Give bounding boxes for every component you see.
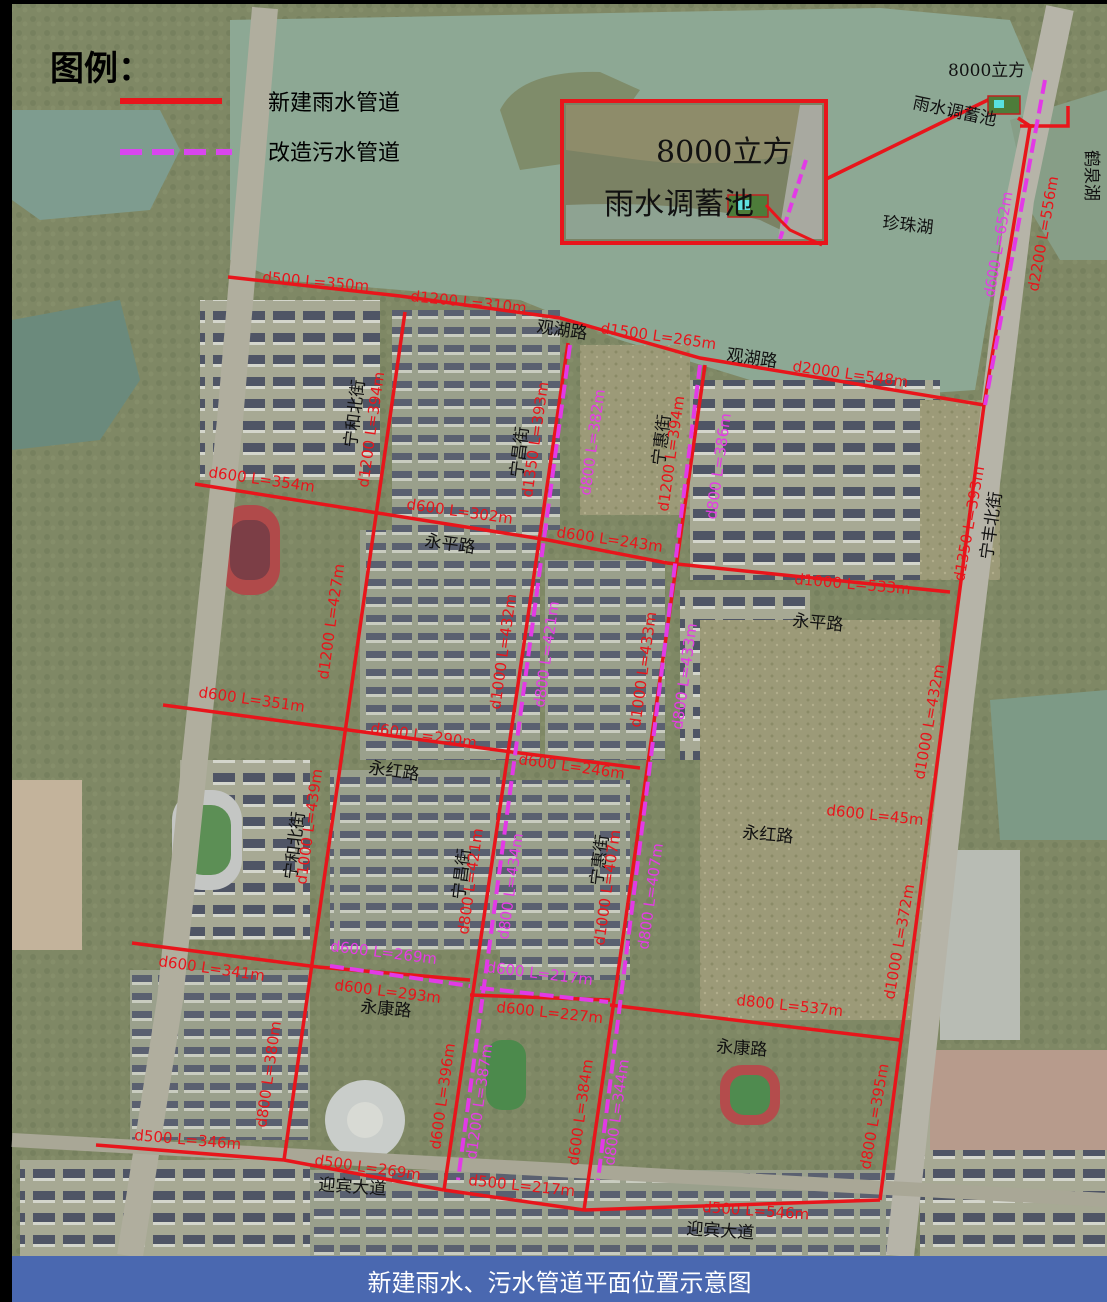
legend-sewage-label: 改造污水管道 <box>268 141 400 166</box>
road-yingbin: 迎宾大道 <box>686 1219 755 1244</box>
road-yonghong: 永红路 <box>742 823 795 847</box>
caption-bar: 新建雨水、污水管道平面位置示意图 <box>12 1256 1107 1302</box>
map-caption: 新建雨水、污水管道平面位置示意图 <box>367 1269 752 1297</box>
pond-capacity: 8000立方 <box>948 61 1025 81</box>
inset-map: 8000立方 雨水调蓄池 <box>560 99 828 247</box>
inset-capacity: 8000立方 <box>656 135 792 170</box>
road-yongkang: 永康路 <box>360 997 413 1021</box>
road-yongping: 永平路 <box>792 611 845 635</box>
road-yongkang: 永康路 <box>716 1037 768 1061</box>
legend: 图例： 新建雨水管道 改造污水管道 <box>50 49 400 166</box>
lake-name-partial: 鹤泉湖 <box>1081 150 1101 201</box>
legend-rain-label: 新建雨水管道 <box>268 91 400 116</box>
legend-title: 图例： <box>50 49 152 89</box>
road-yingbin: 迎宾大道 <box>318 1175 387 1200</box>
inset-pond-name: 雨水调蓄池 <box>604 187 754 222</box>
